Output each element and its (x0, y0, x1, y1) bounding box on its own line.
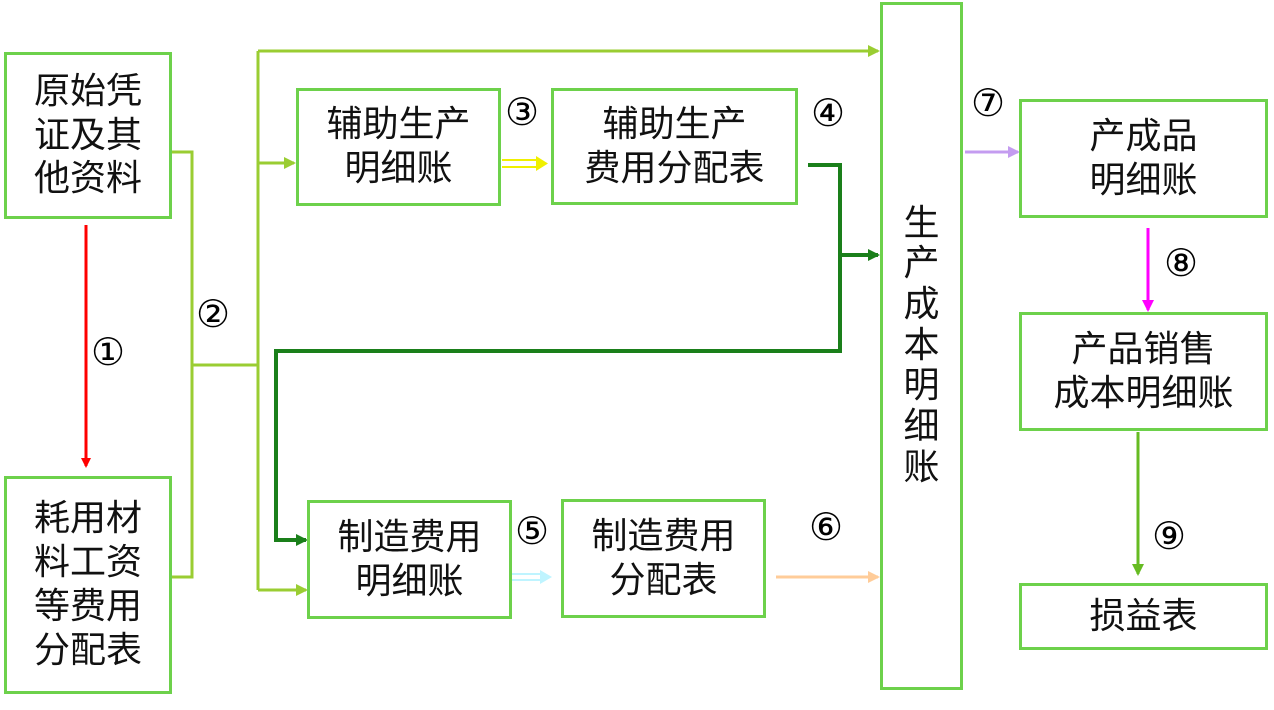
label-allocation-table: 耗用材 料工资 等费用 分配表 (33, 498, 142, 671)
box-mfg-ledger: 制造费用 明细账 (307, 500, 512, 619)
step-7-label: ⑦ (970, 81, 1006, 125)
step-5-label: ⑤ (514, 509, 550, 553)
arrow-step4-loop (274, 163, 842, 546)
box-mfg-alloc: 制造费用 分配表 (561, 499, 766, 618)
label-aux-alloc: 辅助生产 费用分配表 (584, 103, 765, 189)
label-mfg-ledger: 制造费用 明细账 (337, 516, 482, 602)
step-8-label: ⑧ (1163, 241, 1199, 285)
box-aux-alloc: 辅助生产 费用分配表 (551, 88, 798, 205)
step-3-label: ③ (504, 90, 540, 134)
label-income-statement: 损益表 (1089, 595, 1198, 637)
step-2-label: ② (195, 292, 231, 336)
step-6-label: ⑥ (808, 505, 844, 549)
box-prod-cost-ledger: 生 产 成 本 明 细 账 (880, 2, 963, 690)
arrow-step3-head (536, 156, 548, 171)
box-income-statement: 损益表 (1019, 583, 1268, 650)
step-4-label: ④ (810, 91, 846, 135)
label-source-docs: 原始凭 证及其 他资料 (33, 70, 142, 200)
box-aux-ledger: 辅助生产 明细账 (296, 88, 501, 206)
box-finished-goods: 产成品 明细账 (1019, 99, 1268, 218)
label-finished-goods: 产成品 明细账 (1089, 115, 1198, 201)
label-mfg-alloc: 制造费用 分配表 (591, 515, 736, 601)
box-source-docs: 原始凭 证及其 他资料 (4, 52, 172, 219)
box-allocation-table: 耗用材 料工资 等费用 分配表 (4, 476, 172, 694)
bracket-left (172, 150, 194, 579)
label-prod-cost-ledger: 生 产 成 本 明 细 账 (903, 202, 940, 488)
label-aux-ledger: 辅助生产 明细账 (326, 104, 471, 189)
step-9-label: ⑨ (1151, 514, 1187, 558)
box-cogs-ledger: 产品销售 成本明细账 (1019, 312, 1268, 431)
arrow-step5-head (540, 570, 552, 584)
label-cogs-ledger: 产品销售 成本明细账 (1053, 328, 1234, 414)
step-1-label: ① (90, 330, 126, 374)
